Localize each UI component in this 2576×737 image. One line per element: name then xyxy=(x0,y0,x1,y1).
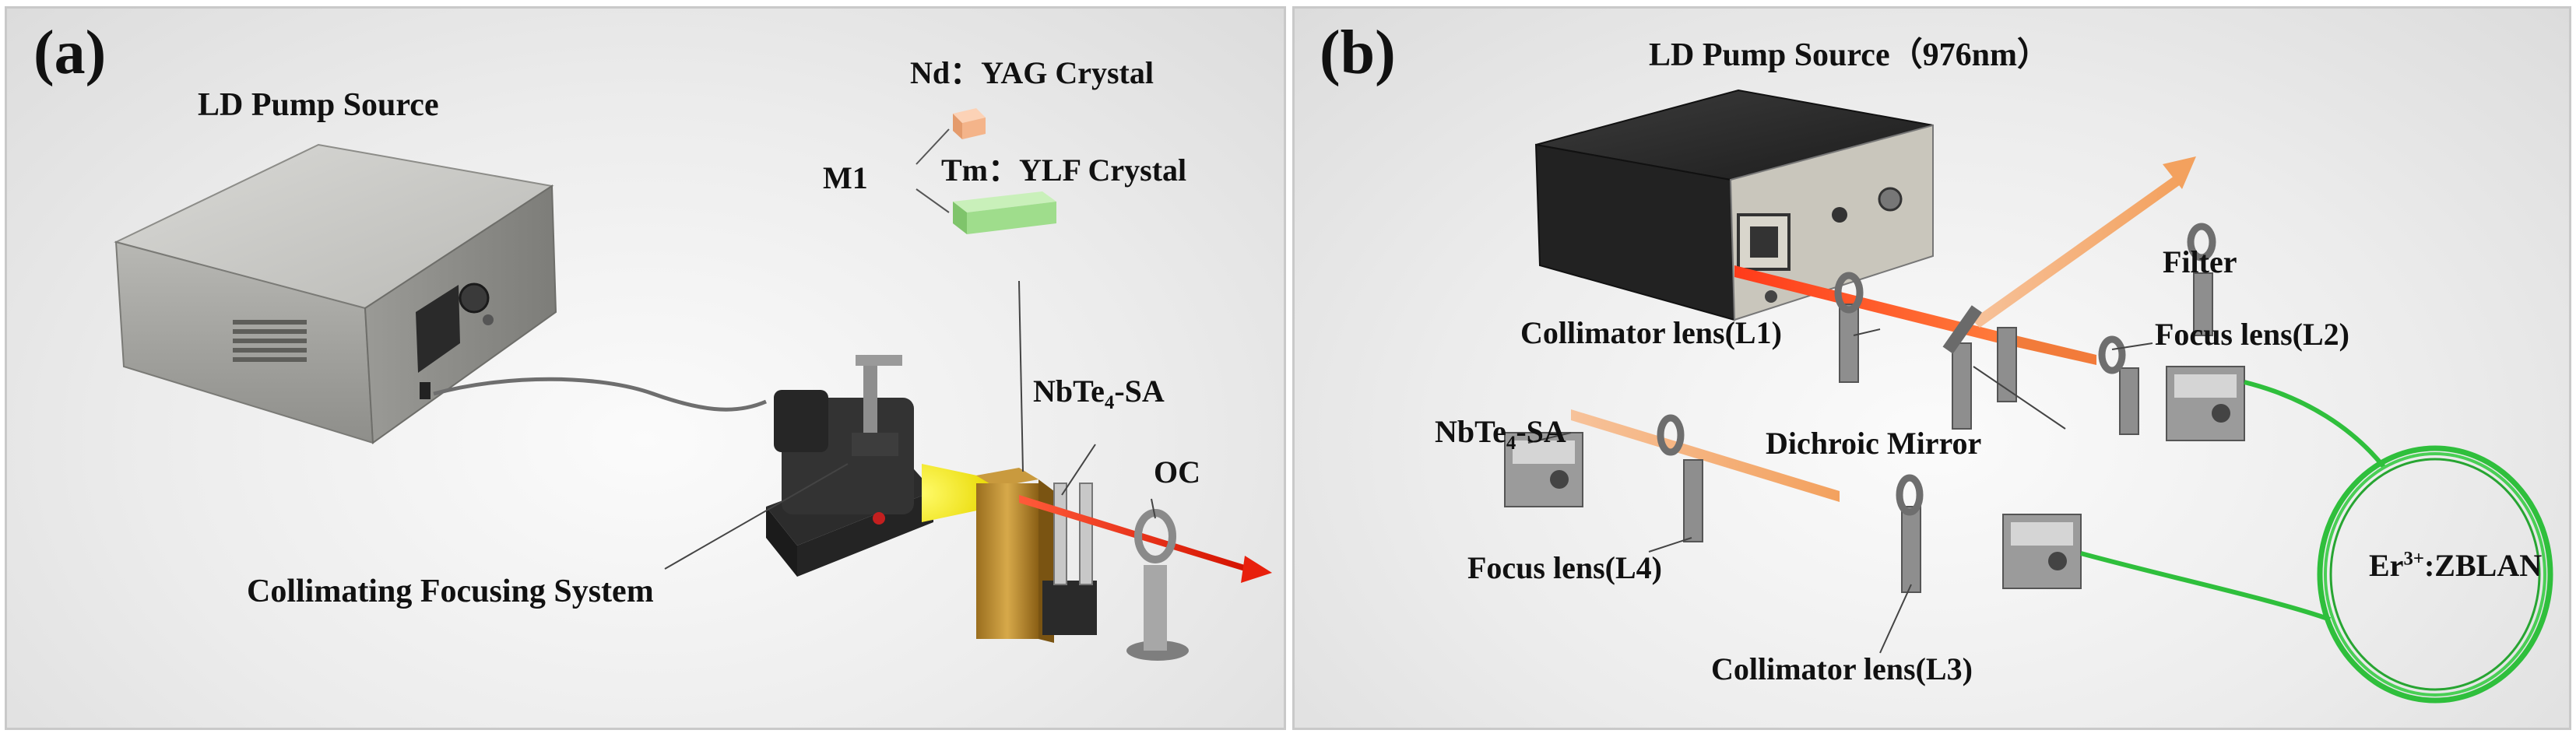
ndyag-crystal-label: Nd：YAG Crystal xyxy=(910,55,1154,90)
panel-a: (a) LD Pump Source Nd：YAG Crystal M1 Tm：… xyxy=(5,6,1286,730)
tmylf-crystal-label: Tm：YLF Crystal xyxy=(941,153,1187,188)
ld-pump-source-976-label: LD Pump Source（976nm） xyxy=(1649,37,2050,73)
optical-posts xyxy=(1683,272,2213,593)
focus-l4-label: Focus lens(L4) xyxy=(1467,550,1662,585)
filter-label: Filter xyxy=(2163,244,2237,279)
oc-label: OC xyxy=(1154,454,1200,490)
fiber-coil xyxy=(2317,445,2553,704)
lens-rings xyxy=(1657,223,2216,516)
m1-label: M1 xyxy=(823,160,868,195)
tmylf-crystal xyxy=(953,191,1056,234)
panel-a-letter: (a) xyxy=(33,19,107,87)
collimator-l1-label: Collimator lens(L1) xyxy=(1520,315,1782,350)
sa-prefix-b: NbTe xyxy=(1435,414,1506,449)
panel-b: (b) LD Pump Source（976nm） Filter Collima… xyxy=(1292,6,2571,730)
fiber-cable xyxy=(433,377,767,412)
fiber-superscript: 3+ xyxy=(2403,548,2424,570)
m1-brace xyxy=(915,128,950,213)
collimating-focusing-label: Collimating Focusing System xyxy=(247,574,654,609)
panel-b-scene xyxy=(1504,89,2553,704)
ld-pump-box-976 xyxy=(1534,89,1934,321)
fiber-leads xyxy=(2080,380,2387,622)
nbte4-sa-label: NbTe4-SA xyxy=(1033,373,1165,414)
panel-b-letter: (b) xyxy=(1320,19,1396,87)
ld-pump-box xyxy=(114,143,557,444)
sa-subscript: 4 xyxy=(1104,392,1115,413)
sa-suffix: -SA xyxy=(1114,374,1165,409)
oc-mirror-mount xyxy=(1126,509,1189,661)
output-beam-filter xyxy=(1972,156,2196,328)
dichroic-mirror-label: Dichroic Mirror xyxy=(1766,426,1982,461)
collimating-focusing-mount xyxy=(766,355,933,577)
fiber-label: Er3+:ZBLAN xyxy=(2369,547,2542,584)
fiber-suffix: :ZBLAN xyxy=(2423,548,2543,583)
sa-prefix: NbTe xyxy=(1033,374,1105,409)
collimator-l3-label: Collimator lens(L3) xyxy=(1711,651,1973,686)
ld-pump-source-label: LD Pump Source xyxy=(198,87,439,123)
sa-holder xyxy=(1042,483,1097,635)
panel-a-scene xyxy=(114,108,1272,661)
translation-stages xyxy=(1504,366,2245,589)
pump-beam xyxy=(1734,265,1999,343)
pump-beam-l2 xyxy=(1999,332,2096,365)
lower-beam xyxy=(1571,409,1840,502)
ndyag-crystal xyxy=(953,108,986,139)
sa-subscript-b: 4 xyxy=(1506,433,1516,454)
panel-b-leaders xyxy=(1527,328,2153,654)
focus-l2-label: Focus lens(L2) xyxy=(2155,317,2349,352)
fiber-prefix: Er xyxy=(2369,548,2404,583)
laser-output-beam xyxy=(1019,495,1272,583)
dichroic-mirror xyxy=(1942,305,1982,354)
panel-a-leaders xyxy=(664,280,1156,570)
nbte4-sa-label-b: NbTe4-SA xyxy=(1435,413,1566,454)
sa-suffix-b: -SA xyxy=(1516,414,1566,449)
